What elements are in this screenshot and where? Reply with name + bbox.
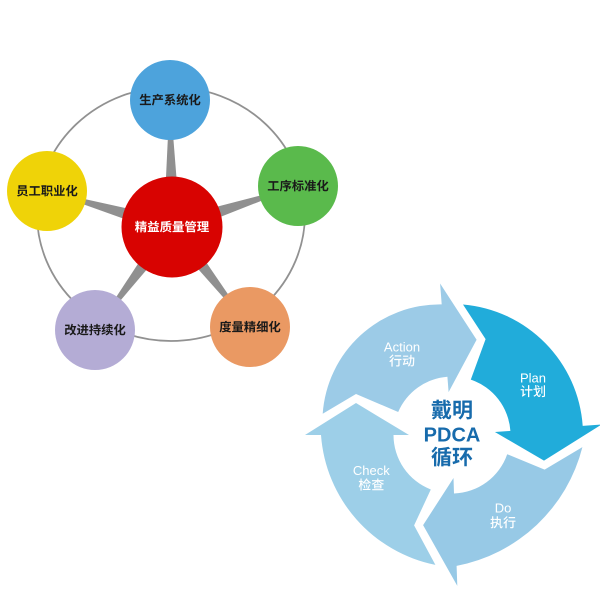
svg-text:Do: Do — [495, 500, 512, 515]
svg-text:Plan: Plan — [520, 371, 546, 386]
svg-text:Check: Check — [353, 463, 390, 478]
svg-text:Action: Action — [384, 340, 420, 355]
svg-text:PDCA: PDCA — [424, 425, 481, 447]
